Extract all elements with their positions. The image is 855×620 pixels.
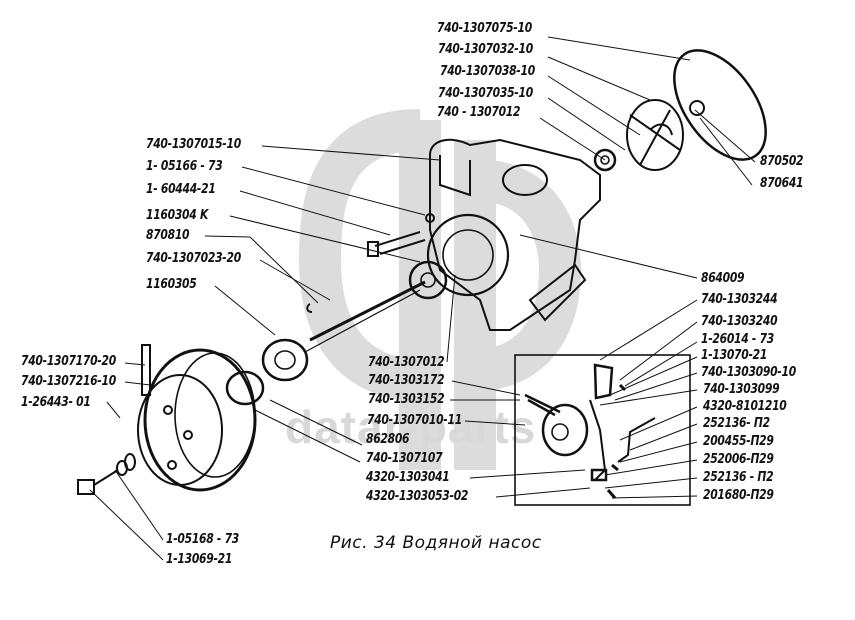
part-label: 862806 [366,432,410,447]
bearing-2 [261,338,309,382]
part-label: 740-1307012 [368,355,445,370]
bearing [408,260,448,300]
impeller [626,99,684,171]
part-label: 252136- П2 [703,416,770,431]
part-label: 740-1303152 [368,392,445,407]
part-label: 1-26014 - 73 [701,332,775,347]
part-label: 1160305 [146,277,197,292]
part-label: 740-1307216-10 [21,374,116,389]
part-label: 740-1307032-10 [438,42,533,57]
part-label: 740 - 1307012 [437,105,521,120]
part-label: 200455-П29 [703,434,774,449]
part-label: 740-1303090-10 [701,365,796,380]
part-label: 740-1307015-10 [146,137,241,152]
part-label: 740-1303244 [701,292,778,307]
part-label: 252136 - П2 [703,470,774,485]
part-label: 740-1307038-10 [440,64,535,79]
part-label: 1-13069-21 [166,552,233,567]
part-label: 740-1303240 [701,314,778,329]
gasket-disc [673,49,767,161]
part-label: 252006-П29 [703,452,774,467]
pump-housing [429,138,601,331]
part-label: 4320-1303053-02 [366,489,469,504]
part-label: 740-1303172 [368,373,445,388]
part-label: 870641 [760,176,804,191]
part-label: 1-26443- 01 [21,395,91,410]
part-label: 4320-1303041 [366,470,450,485]
pulley [143,348,257,492]
part-label: 1- 05166 - 73 [146,159,223,174]
part-label: 201680-П29 [703,488,774,503]
part-label: 1160304 K [146,208,209,223]
part-label: 740-1307035-10 [438,86,533,101]
part-label: 740-1307010-11 [367,413,462,428]
part-label: 4320-8101210 [703,399,787,414]
part-label: 1-13070-21 [701,348,768,363]
part-label: 1- 60444-21 [146,182,216,197]
part-label: 740-1307075-10 [437,21,532,36]
part-label: 740-1303099 [703,382,780,397]
part-label: 864009 [701,271,745,286]
part-label: 740-1307023-20 [146,251,241,266]
part-label: 870502 [760,154,804,169]
inset-frame [514,354,691,506]
part-label: 740-1307170-20 [21,354,116,369]
figure-caption: Рис. 34 Водяной насос [330,533,542,553]
shaft [309,280,426,342]
key [141,344,151,396]
watermark-text: datar-parts [285,401,537,453]
part-label: 740-1307107 [366,451,443,466]
part-label: 870810 [146,228,190,243]
part-label: 1-05168 - 73 [166,532,240,547]
